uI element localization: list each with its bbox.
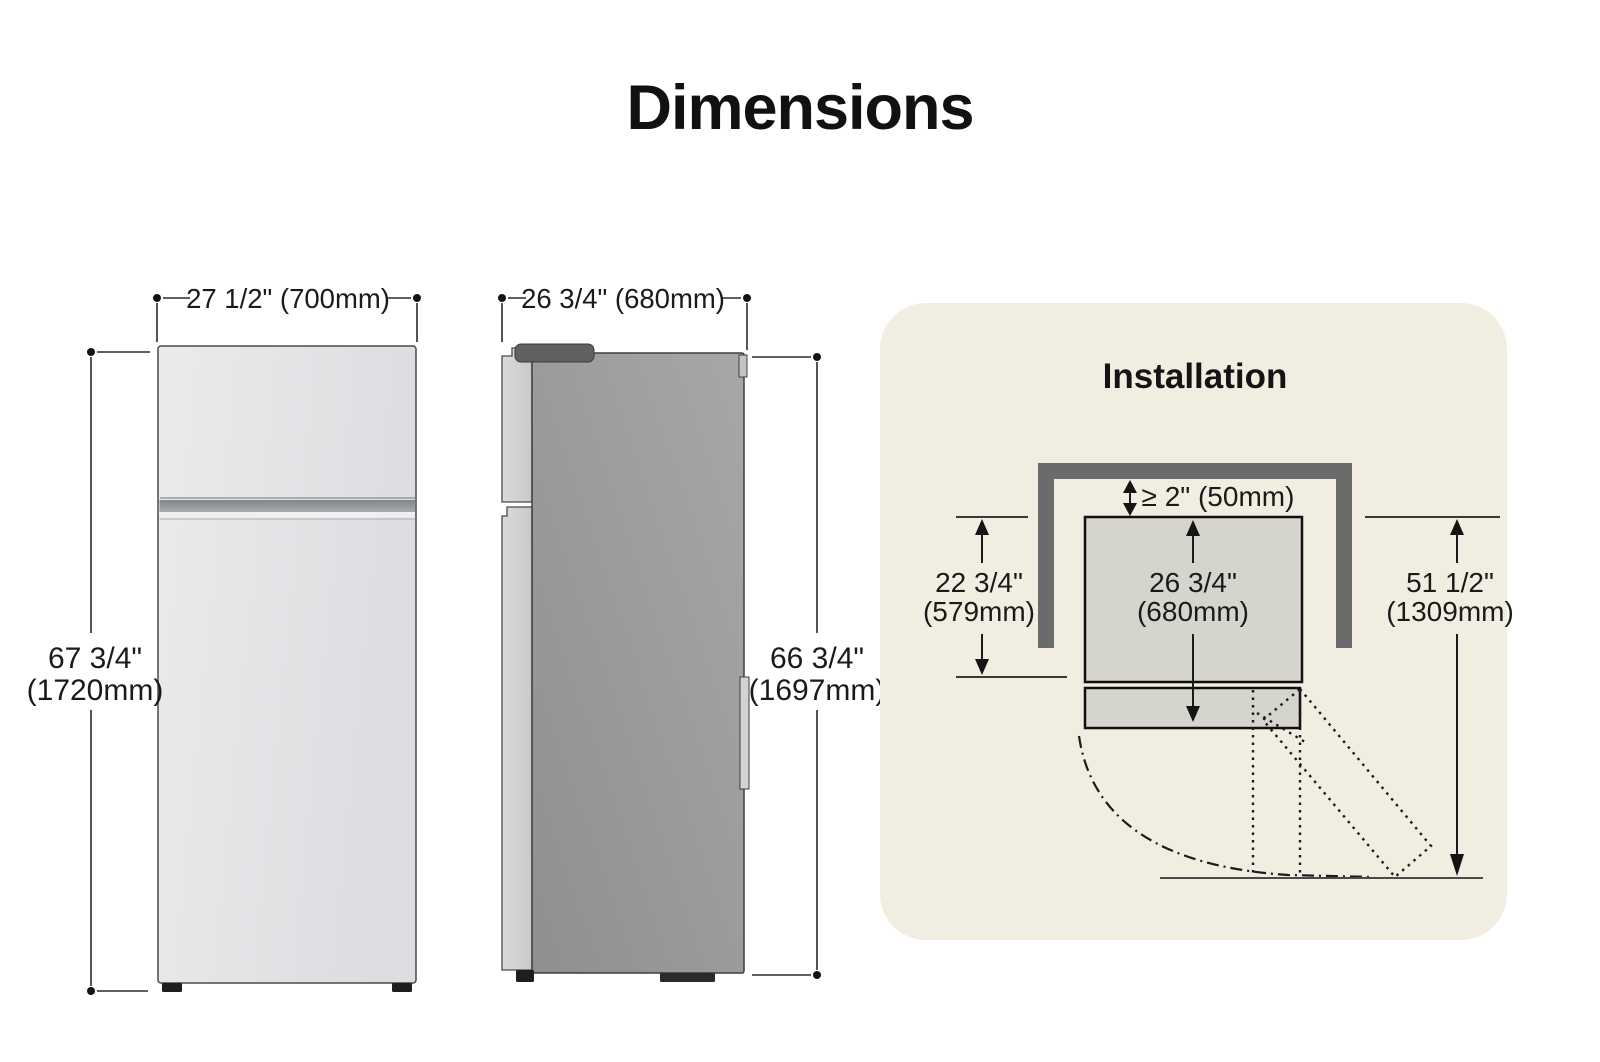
top-clearance-label: ≥ 2" (50mm) [1142, 481, 1295, 512]
top-hinge-pin [738, 354, 748, 378]
dim-endpoint-dot [813, 971, 821, 979]
rear-handle-recess [739, 676, 750, 790]
front-view: 27 1/2" (700mm) 67 3/4" (1720mm) [27, 283, 421, 995]
door-swing-dimension: 51 1/2" (1309mm) [1365, 516, 1514, 876]
dim-endpoint-dot [87, 987, 95, 995]
arrow-down-icon [1450, 854, 1464, 876]
top-clearance-dimension: ≥ 2" (50mm) [1123, 480, 1294, 516]
dim-endpoint-dot [813, 353, 821, 361]
depth-dimension: 26 3/4" (680mm) [1137, 520, 1249, 722]
front-foot-right [392, 983, 412, 992]
front-height-label-mm: (1720mm) [27, 674, 164, 707]
side-foot-front [516, 970, 534, 982]
side-depth-label: 26 3/4" (680mm) [521, 283, 725, 314]
side-fridge-door-edge [501, 506, 533, 971]
left-clearance-dimension: 22 3/4" (579mm) [923, 516, 1067, 678]
door-open-edge [1256, 711, 1306, 744]
depth-label-inches: 26 3/4" [1149, 567, 1237, 598]
installation-diagram: ≥ 2" (50mm) 22 3/4" (579mm) [923, 463, 1514, 879]
installation-title: Installation [1103, 357, 1288, 396]
arrow-up-icon [1123, 480, 1137, 493]
front-foot-left [162, 983, 182, 992]
arrow-down-icon [1186, 706, 1200, 722]
dim-endpoint-dot [413, 294, 421, 302]
arrow-down-icon [975, 659, 989, 675]
front-width-label: 27 1/2" (700mm) [186, 283, 390, 314]
left-clearance-label-mm: (579mm) [923, 596, 1035, 627]
front-width-dimension: 27 1/2" (700mm) [153, 283, 421, 342]
installation-panel: Installation ≥ 2" (50mm) [880, 303, 1514, 940]
arrow-down-icon [1123, 503, 1137, 516]
front-fridge-body [157, 345, 417, 984]
dim-endpoint-dot [498, 294, 506, 302]
door-swing-label-mm: (1309mm) [1386, 596, 1514, 627]
door-divider-highlight [159, 512, 415, 518]
side-height-label-mm: (1697mm) [749, 674, 886, 707]
side-depth-dimension: 26 3/4" (680mm) [498, 283, 751, 350]
depth-label-mm: (680mm) [1137, 596, 1249, 627]
door-open-45deg-outline [1261, 687, 1433, 879]
arrow-up-icon [975, 519, 989, 535]
front-height-label-inches: 67 3/4" [48, 642, 142, 675]
left-clearance-label-inches: 22 3/4" [935, 567, 1023, 598]
dim-endpoint-dot [743, 294, 751, 302]
arrow-up-icon [1450, 519, 1464, 535]
side-foot-rear [660, 973, 715, 982]
door-swing-label-inches: 51 1/2" [1406, 567, 1494, 598]
page-title: Dimensions [626, 73, 974, 143]
door-swing-arc [1077, 735, 1373, 879]
side-height-label-inches: 66 3/4" [770, 642, 864, 675]
front-height-dimension: 67 3/4" (1720mm) [27, 348, 164, 995]
side-fridge [501, 343, 750, 982]
dim-endpoint-dot [153, 294, 161, 302]
door-swing-outline [1077, 687, 1433, 879]
side-fridge-body [531, 352, 745, 974]
dim-endpoint-dot [87, 348, 95, 356]
side-view: 26 3/4" (680mm) 66 3/4" (169 [498, 283, 885, 982]
side-height-dimension: 66 3/4" (1697mm) [749, 353, 886, 979]
side-freezer-door-edge [501, 347, 533, 503]
door-divider-band [159, 500, 415, 512]
arrow-up-icon [1186, 520, 1200, 536]
front-fridge [157, 345, 417, 992]
hinge-cover-cap [514, 343, 595, 363]
